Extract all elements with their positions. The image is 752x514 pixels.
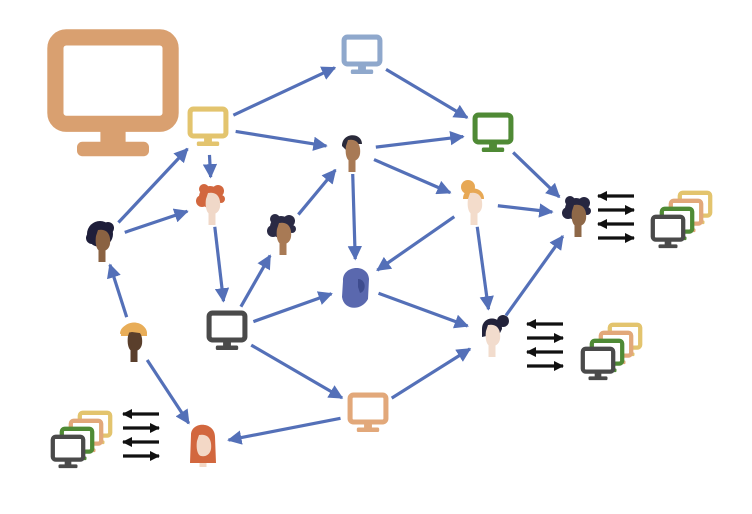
edge-monitor-dark-to-person-curly-mid bbox=[239, 254, 272, 308]
edge-person-ponytail-to-person-curly-right bbox=[504, 234, 565, 317]
person-ponytail-person-icon bbox=[482, 315, 509, 357]
monitor-dark-monitor-icon bbox=[206, 310, 248, 351]
person-afro-left-person-icon bbox=[86, 221, 114, 262]
edge-person-orange-curly-to-monitor-dark bbox=[213, 226, 230, 303]
edge-monitor-top-to-monitor-green bbox=[385, 67, 469, 120]
edge-person-afro-left-to-monitor-yellow bbox=[117, 147, 189, 224]
person-redhead-person-icon bbox=[190, 424, 216, 467]
edges-layer bbox=[107, 66, 565, 445]
edge-person-headwrap-to-person-redhead bbox=[145, 359, 191, 425]
person-headwrap-person-icon bbox=[120, 322, 148, 362]
edge-monitor-yellow-to-person-orange-curly bbox=[202, 154, 218, 179]
monitor-yellow-monitor-icon bbox=[187, 106, 229, 147]
edge-monitor-peach-to-person-redhead bbox=[227, 416, 341, 445]
edge-monitor-yellow-to-person-short-dark-center bbox=[235, 129, 328, 151]
edge-person-short-dark-center-to-person-blonde-bun bbox=[373, 158, 452, 195]
edge-person-blonde-bun-to-person-hijab bbox=[376, 215, 456, 272]
stack-bottom-left-device-stack bbox=[50, 410, 113, 469]
person-blonde-bun-person-icon bbox=[461, 180, 484, 225]
person-hijab-person-icon bbox=[342, 267, 369, 308]
edge-monitor-peach-to-person-ponytail bbox=[390, 347, 472, 400]
exchange-bottom-left-arrows bbox=[121, 408, 161, 462]
stack-right-top-monitor-icon-3 bbox=[650, 214, 686, 249]
edge-person-curly-mid-to-person-short-dark-center bbox=[297, 168, 337, 216]
edge-person-short-dark-center-to-person-hijab bbox=[347, 173, 363, 261]
big-monitor-monitor-icon bbox=[47, 29, 179, 157]
person-curly-right-person-icon bbox=[562, 196, 591, 237]
edge-person-short-dark-center-to-monitor-green bbox=[375, 130, 465, 149]
person-orange-curly-person-icon bbox=[196, 184, 225, 225]
stack-bottom-left-monitor-icon-3 bbox=[50, 434, 86, 469]
monitor-top-monitor-icon bbox=[341, 34, 383, 75]
exchange-right-top-arrows bbox=[596, 190, 636, 244]
person-curly-mid-person-icon bbox=[267, 214, 296, 255]
edge-person-blonde-bun-to-person-ponytail bbox=[475, 226, 494, 311]
exchange-arrows-layer bbox=[121, 190, 636, 462]
stack-right-mid-monitor-icon-3 bbox=[580, 346, 616, 381]
monitor-green-monitor-icon bbox=[472, 112, 514, 153]
nodes-layer bbox=[47, 29, 591, 467]
edge-person-blonde-bun-to-person-curly-right bbox=[497, 203, 554, 218]
edge-monitor-dark-to-monitor-peach bbox=[250, 343, 344, 400]
edge-person-headwrap-to-person-afro-left bbox=[107, 263, 129, 318]
monitor-peach-monitor-icon bbox=[347, 392, 389, 433]
edge-person-afro-left-to-person-orange-curly bbox=[124, 208, 189, 234]
stack-right-mid-device-stack bbox=[580, 322, 643, 381]
edge-monitor-dark-to-person-hijab bbox=[252, 291, 333, 324]
edge-person-hijab-to-person-ponytail bbox=[377, 291, 469, 329]
edge-monitor-green-to-person-curly-right bbox=[512, 151, 561, 199]
stack-right-top-device-stack bbox=[650, 190, 713, 249]
device-stacks-layer bbox=[50, 190, 713, 469]
exchange-right-mid-arrows bbox=[525, 318, 565, 372]
person-short-dark-center-person-icon bbox=[342, 135, 362, 172]
edge-monitor-yellow-to-monitor-top bbox=[232, 66, 337, 117]
